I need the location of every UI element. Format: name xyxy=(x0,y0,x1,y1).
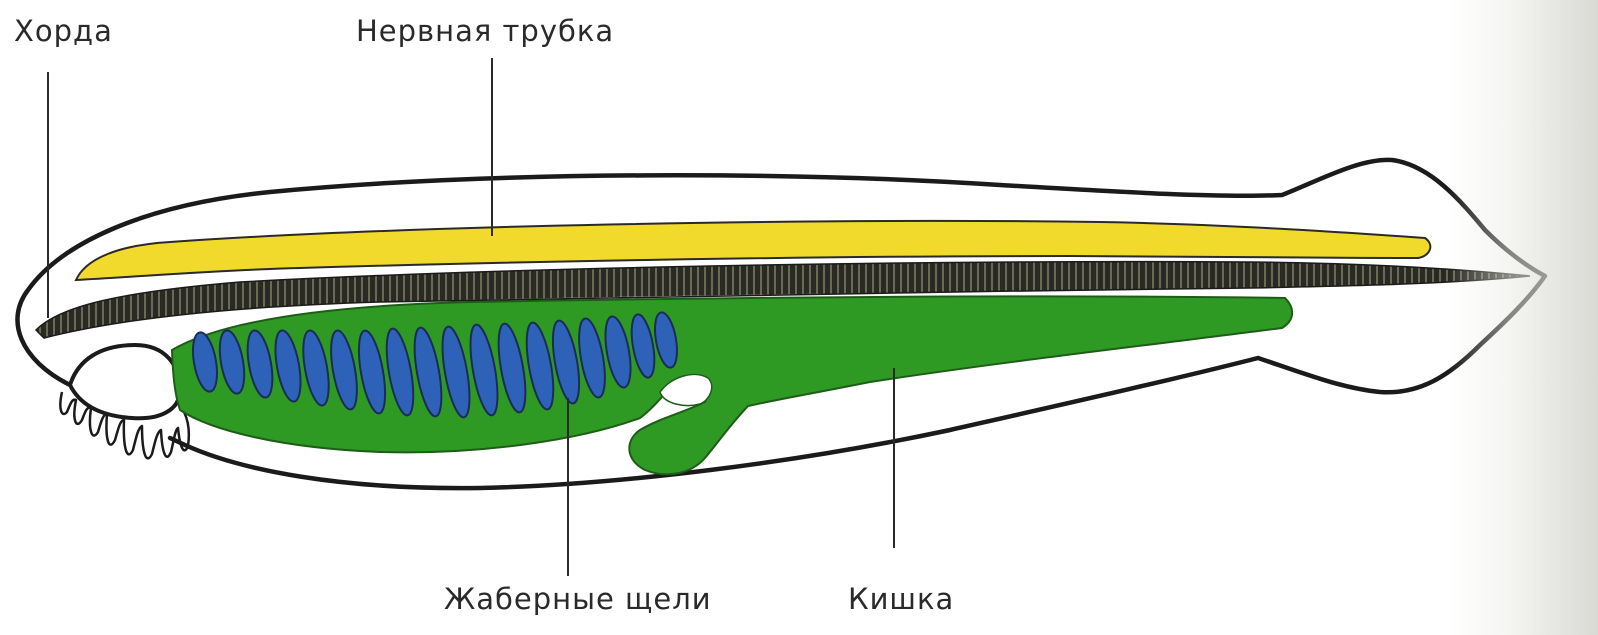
gill-slits-label: Жаберные щели xyxy=(444,582,712,616)
chord-label: Хорда xyxy=(14,14,113,48)
oral-hood xyxy=(70,345,180,418)
neural-tube-label: Нервная трубка xyxy=(356,14,614,48)
gut-label: Кишка xyxy=(848,582,954,616)
